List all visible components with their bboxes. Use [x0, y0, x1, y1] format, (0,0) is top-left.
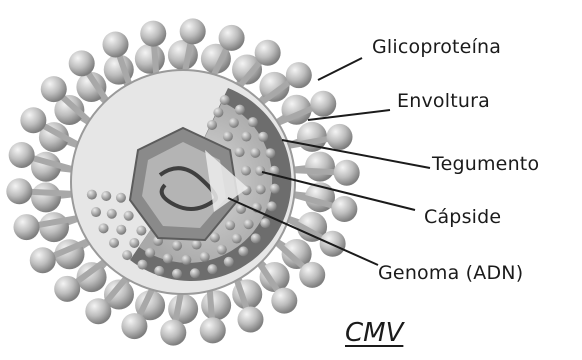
- tegument-particle: [225, 220, 235, 230]
- tegument-particle: [192, 240, 202, 250]
- tegument-particle: [251, 233, 261, 243]
- glycoprotein-knob: [31, 182, 61, 212]
- glycoprotein-knob: [310, 91, 336, 117]
- glycoprotein-knob: [69, 50, 95, 76]
- tegument-particle: [265, 148, 275, 158]
- tegument-particle: [200, 252, 210, 262]
- glycoprotein-knob: [331, 196, 357, 222]
- glycoprotein-knob: [237, 307, 263, 333]
- tegument-particle: [145, 248, 155, 258]
- tegument-particle: [91, 207, 101, 217]
- tegument-particle: [137, 260, 147, 270]
- glycoprotein-knob: [255, 40, 281, 66]
- glycoprotein-knob: [305, 152, 335, 182]
- glycoprotein-knob: [54, 276, 80, 302]
- tegument-particle: [270, 184, 280, 194]
- diagram-title: CMV: [345, 318, 403, 348]
- glycoprotein-knob: [140, 21, 166, 47]
- label-envoltura: Envoltura: [397, 90, 490, 112]
- glycoprotein-knob: [160, 320, 186, 346]
- tegument-particle: [172, 269, 182, 279]
- tegument-particle: [238, 246, 248, 256]
- glycoprotein-knob: [20, 107, 46, 133]
- tegument-particle: [217, 245, 227, 255]
- tegument-particle: [116, 193, 126, 203]
- tegument-particle: [229, 118, 239, 128]
- tegument-particle: [241, 132, 251, 142]
- glycoprotein-knob: [13, 214, 39, 240]
- tegument-particle: [267, 201, 277, 211]
- tegument-particle: [129, 238, 139, 248]
- tegument-particle: [223, 131, 233, 141]
- tegument-particle: [255, 166, 265, 176]
- glycoprotein-knob: [200, 317, 226, 343]
- glycoprotein-knob: [327, 124, 353, 150]
- glycoprotein-knob: [168, 294, 198, 324]
- tegument-particle: [260, 218, 270, 228]
- glycoprotein-knob: [135, 44, 165, 74]
- glycoprotein-knob: [9, 142, 35, 168]
- tegument-particle: [241, 166, 251, 176]
- glycoprotein-knob: [6, 178, 32, 204]
- tegument-particle: [124, 211, 134, 221]
- glycoprotein-knob: [30, 247, 56, 273]
- tegument-particle: [122, 250, 132, 260]
- glycoprotein-knob: [286, 62, 312, 88]
- glycoprotein-knob: [41, 76, 67, 102]
- tegument-particle: [256, 184, 266, 194]
- tegument-particle: [207, 120, 217, 130]
- label-tegumento: Tegumento: [432, 153, 539, 175]
- tegument-particle: [109, 238, 119, 248]
- tegument-particle: [190, 268, 200, 278]
- tegument-particle: [232, 234, 242, 244]
- label-capside: Cápside: [424, 206, 501, 228]
- glycoprotein-knob: [201, 290, 231, 320]
- glycoprotein-knob: [121, 313, 147, 339]
- tegument-particle: [250, 148, 260, 158]
- tegument-particle: [101, 191, 111, 201]
- tegument-particle: [172, 241, 182, 251]
- tegument-particle: [224, 257, 234, 267]
- label-glicoproteina: Glicoproteína: [372, 36, 501, 58]
- glycoprotein-knob: [219, 25, 245, 51]
- leader-glicoproteina: [318, 58, 362, 80]
- tegument-particle: [99, 223, 109, 233]
- label-genoma: Genoma (ADN): [378, 262, 523, 284]
- glycoprotein-knob: [85, 298, 111, 324]
- glycoprotein-knob: [299, 262, 325, 288]
- tegument-particle: [235, 105, 245, 115]
- tegument-particle: [258, 132, 268, 142]
- glycoprotein-knob: [180, 18, 206, 44]
- glycoprotein-knob: [103, 31, 129, 57]
- tegument-particle: [207, 264, 217, 274]
- tegument-particle: [210, 233, 220, 243]
- tegument-particle: [87, 190, 97, 200]
- virus-body: [71, 70, 295, 294]
- tegument-particle: [181, 255, 191, 265]
- tegument-particle: [248, 117, 258, 127]
- glycoprotein-knob: [168, 40, 198, 70]
- tegument-particle: [107, 209, 117, 219]
- tegument-particle: [235, 147, 245, 157]
- glycoprotein-knob: [334, 160, 360, 186]
- tegument-particle: [220, 95, 230, 105]
- tegument-particle: [163, 254, 173, 264]
- tegument-particle: [154, 266, 164, 276]
- glycoprotein-knob: [271, 288, 297, 314]
- tegument-particle: [244, 219, 254, 229]
- tegument-particle: [116, 225, 126, 235]
- tegument-particle: [136, 226, 146, 236]
- tegument-particle: [213, 107, 223, 117]
